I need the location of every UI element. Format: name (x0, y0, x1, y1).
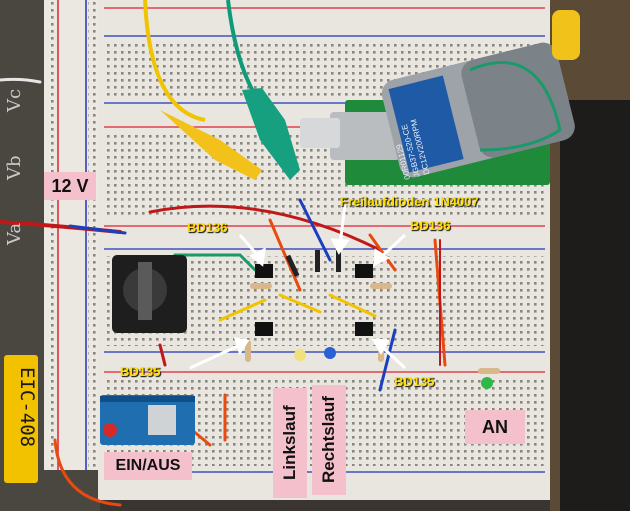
panel-model-text: EIC-408 (16, 367, 38, 448)
bd136-right-label: BD136 (410, 218, 451, 233)
on-label: AN (465, 410, 525, 444)
bd136-left-label: BD136 (187, 220, 228, 235)
bd135-right-label: BD135 (394, 374, 435, 389)
supply-voltage-label: 12 V (44, 172, 96, 200)
panel-label-va: Va (4, 222, 25, 245)
panel-label-vb: Vb (4, 155, 25, 180)
panel-label-vc: Vc (4, 88, 25, 112)
diodes-label: Freilaufdioden 1N4007 (340, 194, 479, 209)
on-off-switch-label: EIN/AUS (104, 452, 192, 480)
linkslauf-label: Linkslauf (273, 388, 307, 498)
bd135-left-label: BD135 (120, 364, 161, 379)
rechtslauf-label: Rechtslauf (312, 385, 346, 495)
panel-model-badge: EIC-408 (4, 355, 38, 483)
